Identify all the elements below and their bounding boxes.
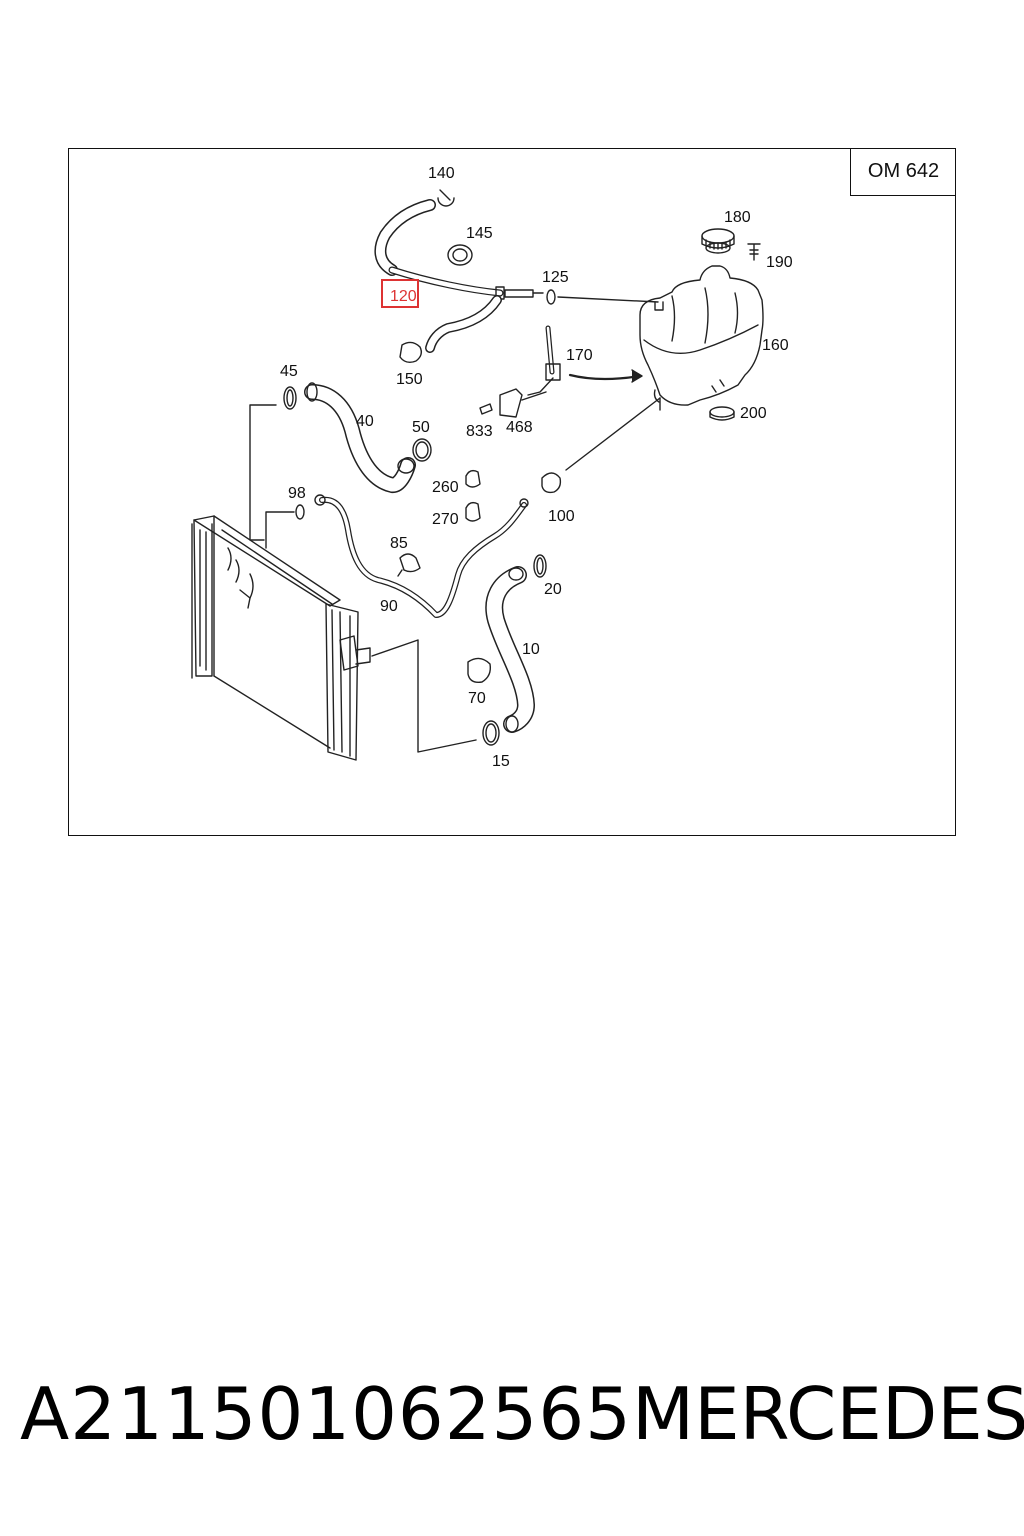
callout-190: 190 <box>766 254 793 271</box>
callout-90: 90 <box>380 598 398 615</box>
screw-190 <box>747 243 761 261</box>
callout-170: 170 <box>566 347 593 364</box>
o-ring-98 <box>295 504 305 520</box>
callout-120: 120 <box>390 288 417 305</box>
callout-468: 468 <box>506 419 533 436</box>
clamp-145 <box>447 244 473 266</box>
callout-70: 70 <box>468 690 486 707</box>
diagram-frame <box>68 148 956 836</box>
clip-270 <box>465 501 481 522</box>
callout-20: 20 <box>544 581 562 598</box>
hose-10 <box>485 566 535 733</box>
callout-200: 200 <box>740 405 767 422</box>
callout-100: 100 <box>548 508 575 525</box>
hose-140 <box>374 189 455 276</box>
callout-50: 50 <box>412 419 430 436</box>
mount-200 <box>709 406 735 421</box>
pipe-120 <box>388 266 544 300</box>
clamp-100 <box>541 472 562 494</box>
callout-270: 270 <box>432 511 459 528</box>
callout-45: 45 <box>280 363 298 380</box>
bracket-468 <box>499 388 547 418</box>
callout-833: 833 <box>466 423 493 440</box>
expansion-tank-160 <box>639 242 764 406</box>
o-ring-125 <box>546 289 556 305</box>
bolt-833 <box>479 403 493 415</box>
o-ring-20 <box>533 554 547 578</box>
clamp-70 <box>467 657 492 684</box>
callout-160: 160 <box>762 337 789 354</box>
clip-85 <box>397 553 421 577</box>
callout-180: 180 <box>724 209 751 226</box>
clip-260 <box>465 469 481 488</box>
o-ring-45 <box>283 386 297 410</box>
callout-10: 10 <box>522 641 540 658</box>
callout-145: 145 <box>466 225 493 242</box>
engine-code-label: OM 642 <box>850 148 956 196</box>
part-number: A211501062565 <box>20 1372 632 1456</box>
callout-85: 85 <box>390 535 408 552</box>
brand-name: MERCEDES <box>632 1372 1024 1456</box>
callout-98: 98 <box>288 485 306 502</box>
sensor-170 <box>527 325 643 396</box>
callout-40: 40 <box>356 413 374 430</box>
highlight-box-120 <box>381 279 419 308</box>
hose-150 <box>399 295 502 364</box>
callout-140: 140 <box>428 165 455 182</box>
o-ring-15 <box>482 720 500 746</box>
callout-125: 125 <box>542 269 569 286</box>
callout-15: 15 <box>492 753 510 770</box>
footer: A211501062565 MERCEDES <box>0 1372 1024 1472</box>
callout-260: 260 <box>432 479 459 496</box>
o-ring-50 <box>412 438 432 462</box>
pipe-90 <box>314 494 529 618</box>
hose-40 <box>304 382 416 493</box>
radiator <box>191 515 371 761</box>
callout-150: 150 <box>396 371 423 388</box>
